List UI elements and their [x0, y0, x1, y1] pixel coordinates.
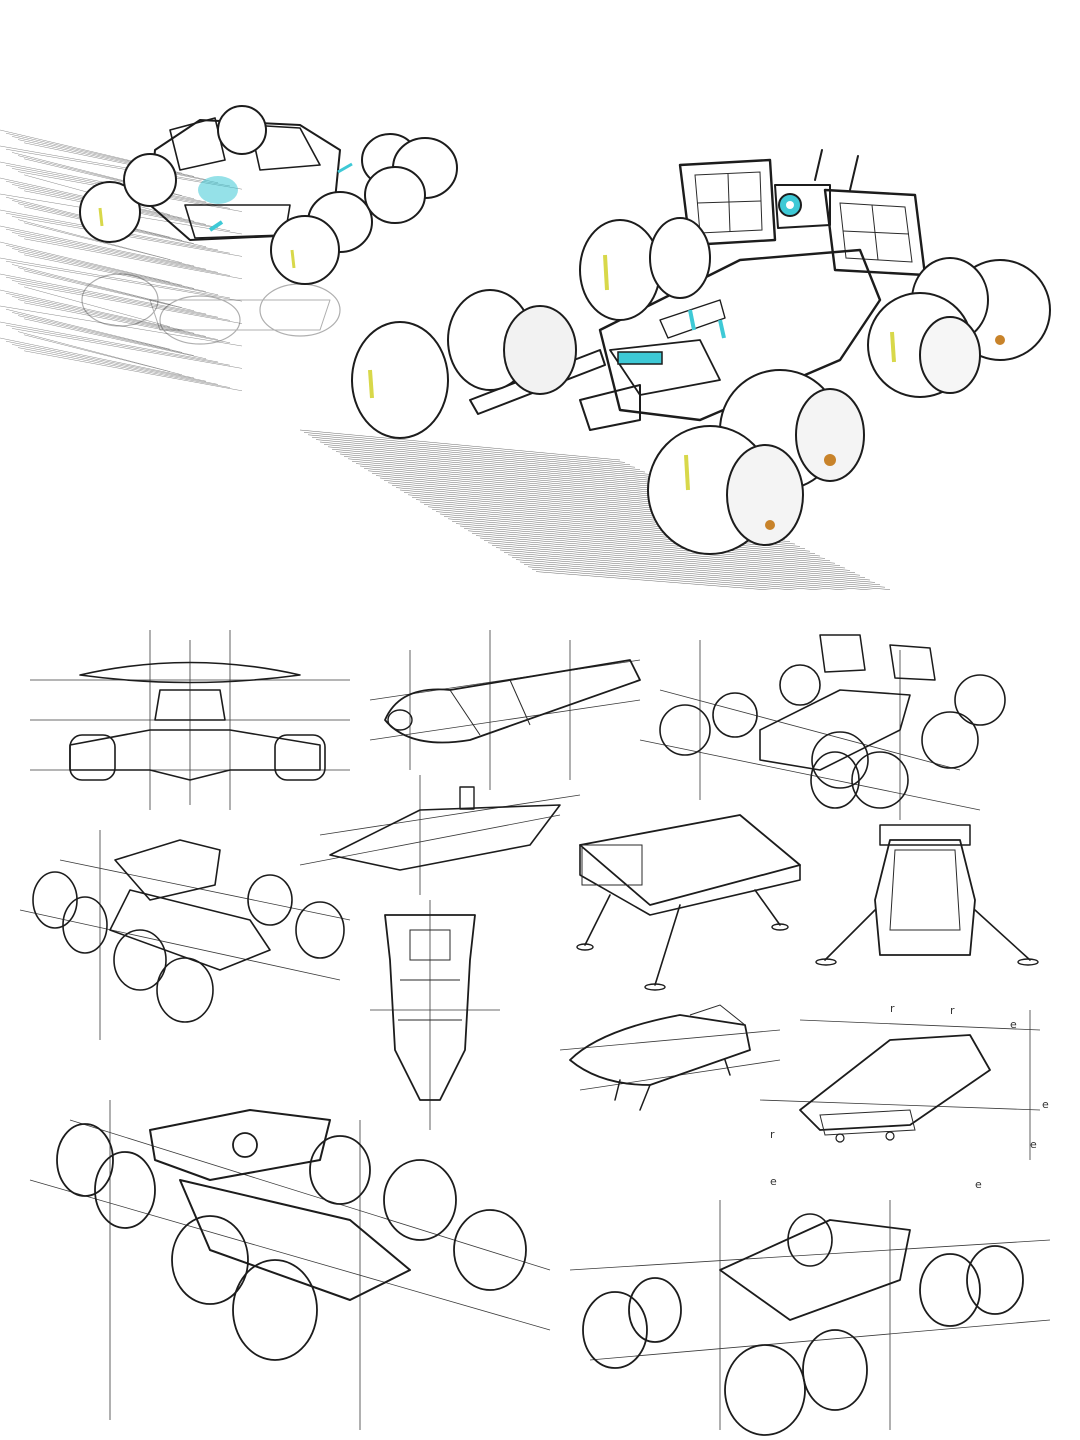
- hull-top-sketch: [299, 775, 581, 895]
- margin-mark-8: e: [1030, 1138, 1037, 1151]
- hull-plan-sketch: [370, 900, 500, 1130]
- hull-side-sketch: [369, 630, 641, 790]
- rover-perspective-sketch-bottom-left: [29, 1100, 551, 1430]
- sketch-study-sheet: r r e e e e r e: [19, 630, 1051, 1436]
- hero-render-panel: [0, 105, 1051, 590]
- small-rover-render: [79, 105, 458, 345]
- margin-mark-4: e: [1042, 1098, 1049, 1111]
- large-rover-render: [351, 149, 1051, 555]
- rover-perspective-sketch-top-right: [639, 634, 1006, 820]
- rover-perspective-sketch-left: [19, 830, 351, 1040]
- margin-mark-6: e: [975, 1178, 982, 1191]
- hover-craft-sketch: r r e e: [759, 1002, 1049, 1160]
- lander-legs-sketch: [576, 814, 801, 991]
- front-view-sketch: [30, 630, 350, 810]
- margin-mark-1: r: [890, 1002, 895, 1015]
- margin-mark-3: e: [1010, 1018, 1017, 1031]
- margin-mark-5: e: [770, 1175, 777, 1188]
- lander-front-sketch: [815, 824, 1039, 966]
- craft-side-sketch: [559, 1004, 781, 1111]
- margin-mark-7: r: [770, 1128, 775, 1141]
- margin-mark-2: r: [950, 1004, 955, 1017]
- rover-perspective-sketch-bottom-right: e e r e: [569, 1128, 1051, 1436]
